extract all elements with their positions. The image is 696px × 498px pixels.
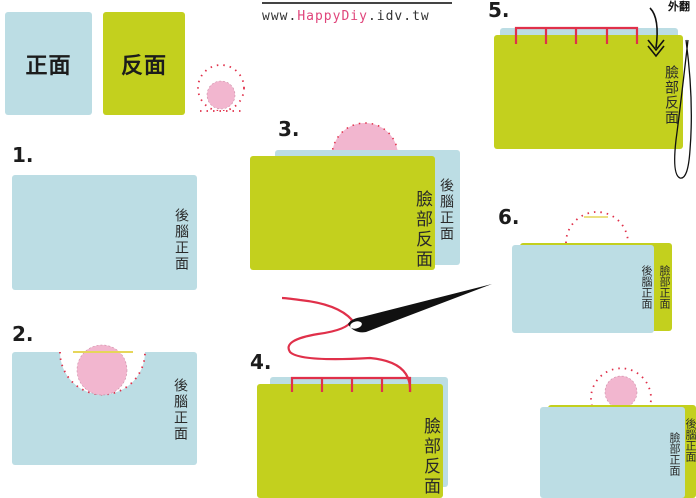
step1-label: 後腦正面 [173, 208, 189, 272]
flip-note: 外翻 [668, 0, 690, 13]
final-back-label: 後腦正面 [684, 418, 696, 462]
url-suffix: .idv.tw [367, 9, 430, 24]
step1-back-head-card: 後腦正面 [12, 175, 197, 290]
final-back-head-card [540, 407, 685, 498]
url-brand: HappyDiy [297, 9, 368, 24]
step3-face-card: 臉部反面 [250, 156, 435, 270]
step5-face-card: 臉部反面 [494, 35, 683, 149]
front-label: 正面 [25, 53, 72, 79]
step4-face-label: 臉部反面 [420, 417, 440, 497]
back-label: 反面 [120, 53, 167, 79]
step2-ear-circle [59, 344, 146, 396]
step6-back-head-card [512, 245, 654, 333]
site-url: www.HappyDiy.idv.tw [262, 9, 430, 24]
back-swatch: 反面 [103, 12, 185, 115]
step-2-number: 2. [12, 322, 34, 346]
step3-ear-peek [331, 122, 399, 157]
final-face-label: 臉部正面 [668, 432, 681, 476]
final-ear-circle [590, 367, 652, 409]
front-swatch: 正面 [5, 12, 92, 115]
step-4-number: 4. [250, 350, 272, 374]
step-6-number: 6. [498, 205, 520, 229]
ear-piece-icon [196, 64, 246, 114]
step6-back-label: 後腦正面 [640, 265, 653, 309]
step-1-number: 1. [12, 143, 34, 167]
step6-face-label: 臉部正面 [658, 265, 671, 309]
step-3-number: 3. [278, 117, 300, 141]
url-prefix: www. [262, 9, 298, 24]
step4-face-card: 臉部反面 [257, 384, 443, 498]
step-5-number: 5. [488, 0, 510, 22]
step3-face-label: 臉部反面 [412, 190, 432, 270]
step2-label: 後腦正面 [172, 378, 188, 442]
step5-face-label: 臉部反面 [663, 65, 679, 125]
step6-ear-circle [565, 211, 629, 244]
header-rule [262, 2, 452, 4]
step3-back-label: 後腦正面 [438, 178, 454, 242]
